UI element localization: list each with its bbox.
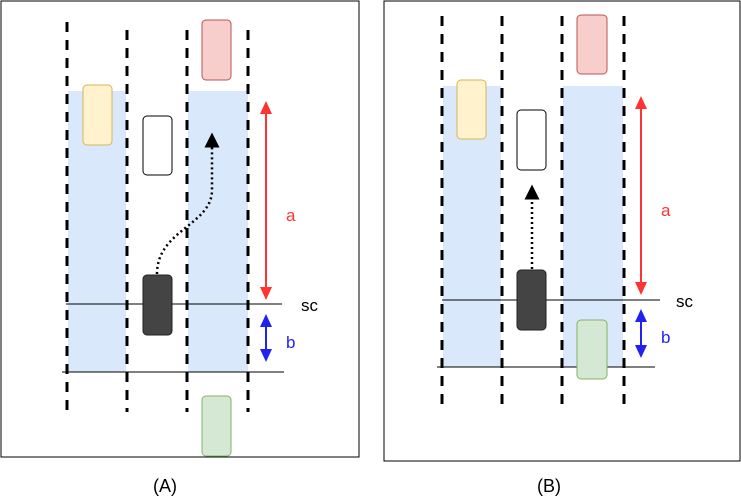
panel-b-green-car [576,319,608,380]
panel-b-ego-car [516,269,547,331]
panel-b-label-sc: sc [676,292,694,311]
panel-b-red-car [576,14,608,75]
panel-a-label-sc: sc [301,296,319,315]
panel-b-arrow-b [635,309,647,358]
panel-a-label-a: a [286,206,296,225]
panel-a-frame [0,0,360,458]
panel-a-white-car [142,115,173,176]
panel-a-red-car [201,19,232,81]
panel-a-label-b: b [286,333,295,352]
panel-a-caption: (A) [153,476,177,496]
panel-b-yellow-car [456,79,487,140]
panel-b-label-b: b [661,328,670,347]
panel-a: a b sc (A) [0,0,360,496]
panel-b: a b sc (B) [383,0,741,496]
panel-b-white-car [516,109,547,171]
panel-a-arrow-a [260,101,272,300]
panel-a-yellow-car [82,84,113,146]
panel-a-lane-change-trajectory [155,132,220,275]
panel-a-green-car [201,395,232,457]
panel-b-arrow-a [635,96,647,295]
panel-b-label-a: a [661,201,671,220]
panel-a-ego-car [142,274,173,336]
panel-a-lane-right-highlight [188,91,248,372]
panel-b-caption: (B) [537,476,561,496]
panel-a-arrow-b [260,314,272,362]
